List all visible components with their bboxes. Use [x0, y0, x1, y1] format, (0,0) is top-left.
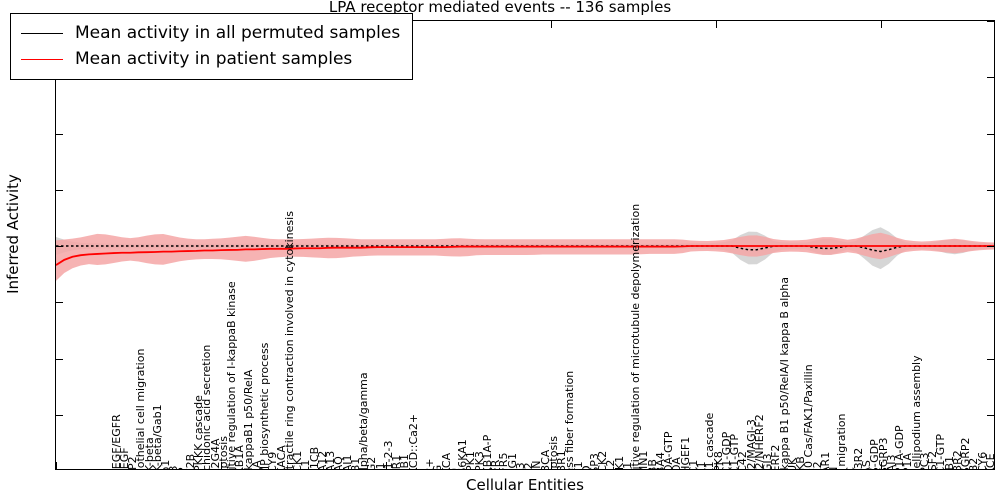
x-tick-mark — [220, 462, 223, 469]
chart-title: LPA receptor mediated events -- 136 samp… — [328, 0, 672, 16]
y-tick-mark — [987, 133, 994, 135]
x-axis-label: Cellular Entities — [466, 476, 584, 494]
series-line — [56, 245, 994, 266]
y-tick-mark — [56, 189, 63, 191]
legend-label: Mean activity in all permuted samples — [75, 23, 401, 43]
y-tick-mark — [987, 21, 994, 23]
series-lines — [56, 245, 994, 266]
plot-canvas — [56, 227, 994, 281]
confidence-bands — [56, 227, 994, 281]
y-tick-mark — [987, 358, 994, 360]
y-tick-mark — [56, 246, 63, 248]
legend-line-swatch — [21, 32, 63, 34]
y-tick-mark — [987, 189, 994, 191]
y-tick-mark — [56, 133, 63, 135]
x-tick-mark — [56, 462, 58, 469]
y-tick-mark — [987, 302, 994, 304]
legend-line-swatch — [21, 58, 63, 60]
y-tick-mark — [987, 77, 994, 79]
y-tick-mark — [987, 414, 994, 416]
legend-label: Mean activity in patient samples — [75, 49, 353, 69]
legend-item: Mean activity in patient samples — [21, 46, 400, 72]
x-tick-mark — [880, 21, 882, 28]
x-tick-mark — [880, 462, 882, 469]
x-tick-mark — [550, 462, 552, 469]
y-tick-mark — [987, 246, 994, 248]
y-tick-mark — [56, 302, 63, 304]
x-tick-mark — [550, 21, 552, 28]
legend-item: Mean activity in all permuted samples — [21, 20, 400, 46]
y-tick-mark — [56, 414, 63, 416]
y-tick-mark — [56, 358, 63, 360]
x-tick-mark — [715, 462, 717, 469]
x-tick-mark — [715, 21, 717, 28]
x-tick-mark — [385, 462, 387, 469]
confidence-band — [56, 232, 994, 281]
